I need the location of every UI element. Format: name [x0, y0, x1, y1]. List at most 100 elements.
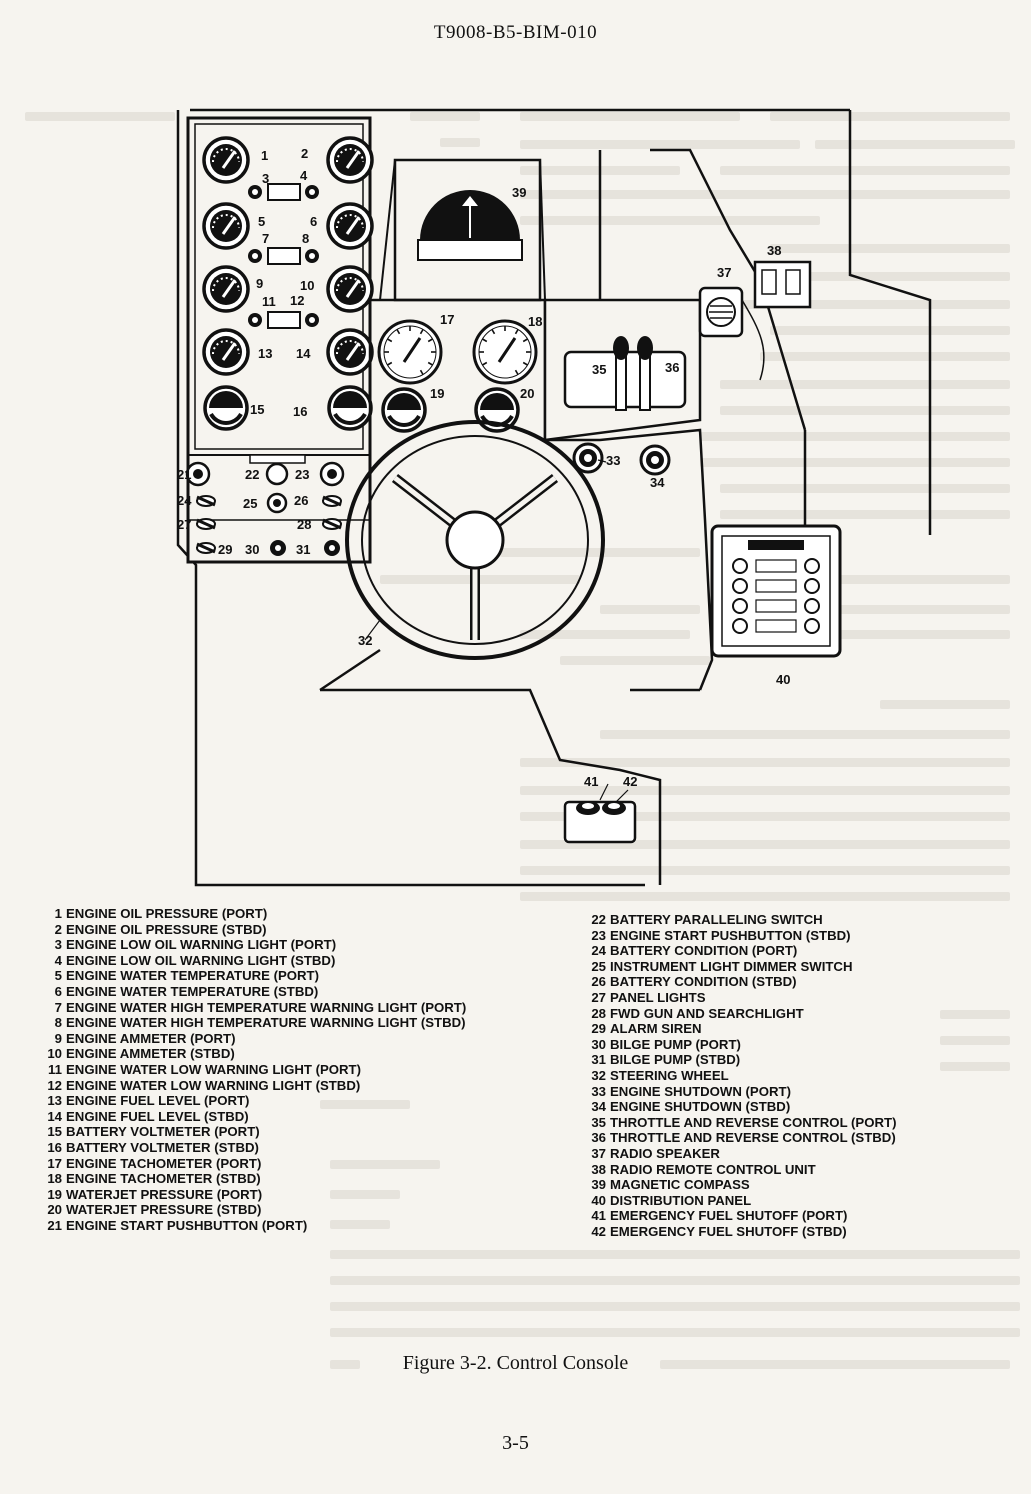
callout-7: 7: [262, 231, 269, 246]
callout-35: 35: [592, 362, 606, 377]
callout-11: 11: [262, 294, 276, 309]
tachometer-17: [377, 319, 443, 385]
gauge-14: [326, 328, 374, 376]
shutdown-knob-34: [639, 444, 671, 476]
gauge-10: [326, 265, 374, 313]
callout-8: 8: [302, 231, 309, 246]
light-8: [305, 249, 319, 263]
switch-27: [195, 517, 217, 531]
document-number: T9008-B5-BIM-010: [433, 22, 598, 43]
switch-22-housing: [249, 454, 306, 464]
throttle-lever-35: [613, 336, 629, 411]
cabin-wall-outline: [176, 108, 932, 887]
compass-39: [379, 158, 546, 302]
callout-17: 17: [440, 312, 454, 327]
control-console-drawing: 1 2 3 4 5 6 7 8 9 10 11 12 13 14 15 16 1…: [176, 108, 932, 887]
callout-6: 6: [310, 214, 317, 229]
callout-36: 36: [665, 360, 679, 375]
radio-speaker-37: [698, 286, 744, 338]
callout-37: 37: [717, 265, 731, 280]
callout-33: 33: [606, 453, 620, 468]
switch-29: [195, 541, 217, 555]
callout-21: 21: [177, 467, 191, 482]
light-12: [305, 313, 319, 327]
callout-2: 2: [301, 146, 308, 161]
callout-42: 42: [623, 774, 637, 789]
callout-25: 25: [243, 496, 257, 511]
switch-30: [270, 540, 286, 556]
gauge-15: [203, 385, 249, 431]
callout-28: 28: [297, 517, 311, 532]
callout-22: 22: [245, 467, 259, 482]
callout-5: 5: [258, 214, 265, 229]
light-7: [248, 249, 262, 263]
lower-console: [319, 428, 714, 885]
emergency-shutoff-41-42: [563, 800, 637, 844]
leader-lines: [364, 459, 629, 803]
steering-wheel-32: [345, 420, 605, 660]
callout-24: 24: [177, 493, 192, 508]
gauge-1: [202, 136, 250, 184]
tachometer-18: [472, 319, 538, 385]
throttle-lever-36: [637, 336, 653, 411]
figure-caption: Figure 3-2. Control Console: [402, 1352, 629, 1374]
radio-remote-38: [741, 260, 812, 381]
callout-3: 3: [262, 171, 269, 186]
light-strip-11-12: [267, 311, 301, 329]
callout-1: 1: [261, 148, 268, 163]
callout-20: 20: [520, 386, 534, 401]
light-4: [305, 185, 319, 199]
callout-19: 19: [430, 386, 444, 401]
gauge-16: [327, 385, 373, 431]
page-number: 3-5: [502, 1432, 529, 1454]
callout-26: 26: [294, 493, 308, 508]
callout-15: 15: [250, 402, 264, 417]
gauge-6: [326, 202, 374, 250]
switch-22: [265, 462, 289, 486]
callout-12: 12: [290, 293, 304, 308]
callout-30: 30: [245, 542, 259, 557]
callout-29: 29: [218, 542, 232, 557]
callout-34: 34: [650, 475, 665, 490]
light-11: [248, 313, 262, 327]
button-21: [185, 461, 211, 487]
callout-13: 13: [258, 346, 272, 361]
button-23: [319, 461, 345, 487]
knob-25: [266, 492, 288, 514]
light-strip-3-4: [267, 183, 301, 201]
light-3: [248, 185, 262, 199]
switch-31: [324, 540, 340, 556]
callout-23: 23: [295, 467, 309, 482]
callout-4: 4: [300, 168, 308, 183]
